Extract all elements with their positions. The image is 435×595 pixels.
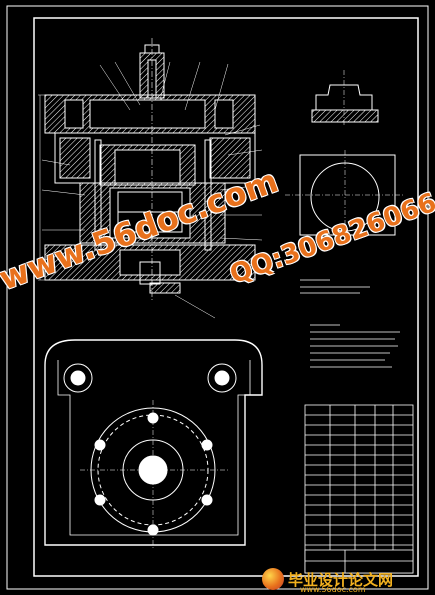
globe-logo-icon (262, 568, 284, 590)
footer-url[interactable]: www.56doc.com (300, 585, 366, 594)
outer-border (6, 5, 429, 590)
detail-square-view (285, 150, 405, 240)
parts-list-table (304, 404, 414, 574)
technical-notes (300, 279, 400, 368)
footer-logo[interactable]: 毕业设计论文网 (262, 566, 432, 592)
section-view (38, 38, 263, 319)
footer-logo-text: 毕业设计论文网 (288, 570, 394, 589)
plan-view (44, 339, 263, 550)
detail-part-view (311, 70, 379, 125)
inner-border (33, 17, 419, 577)
